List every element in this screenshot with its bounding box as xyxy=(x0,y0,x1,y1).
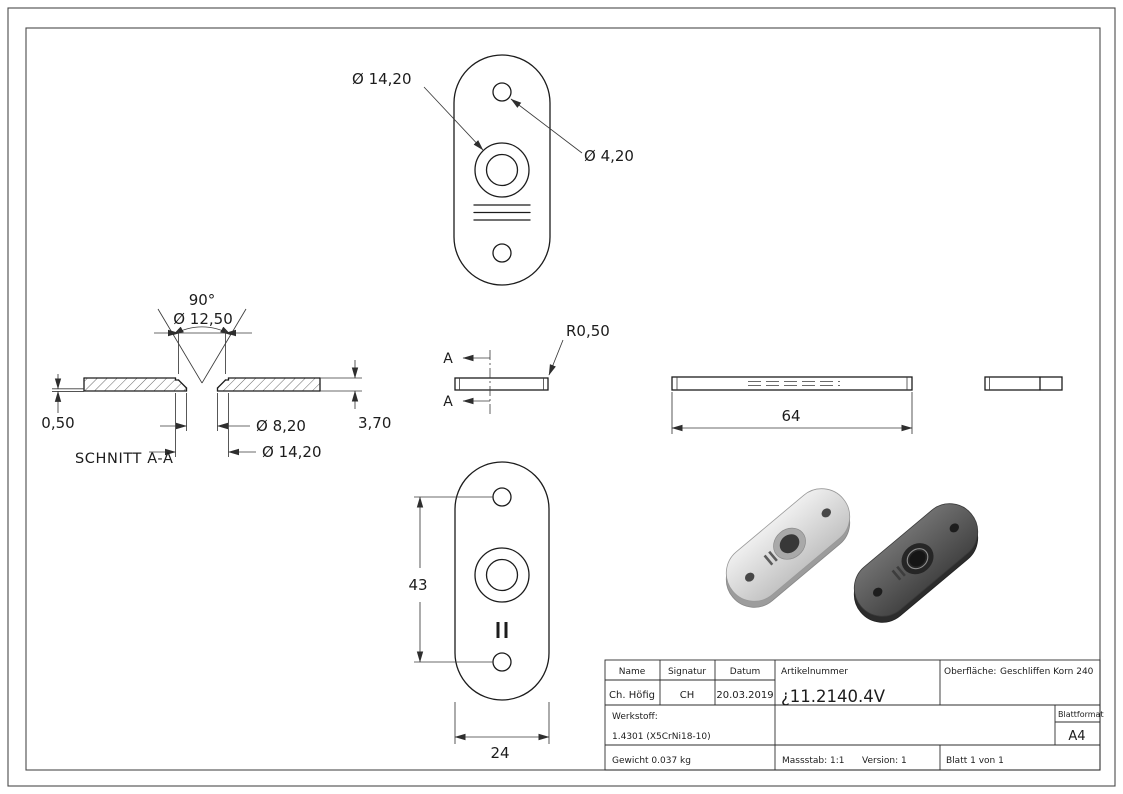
version-value: Version: 1 xyxy=(862,756,907,766)
vent-mark xyxy=(763,554,774,566)
bottom-hole xyxy=(492,243,512,263)
vent-mark xyxy=(896,565,906,577)
werkstoff-value: 1.4301 (X5CrNi18-10) xyxy=(612,732,711,742)
vent-mark xyxy=(891,569,902,581)
dim-boss-diameter: Ø 14,20 xyxy=(352,70,412,88)
small-hole xyxy=(745,572,755,582)
view-side-cut: A A R0,50 xyxy=(443,322,610,417)
blattformat-value: A4 xyxy=(1068,729,1085,744)
dim-boss-diameter-section: Ø 14,20 xyxy=(262,443,322,461)
dim-hole-diameter: Ø 4,20 xyxy=(584,147,634,165)
leader-line xyxy=(423,86,484,151)
artikelnummer-value: ¿11.2140.4V xyxy=(781,687,886,706)
datum-value: 20.03.2019 xyxy=(716,690,773,701)
title-block: Name Signatur Datum Artikelnummer Oberfl… xyxy=(604,659,1104,771)
small-hole xyxy=(821,508,831,518)
vent-mark xyxy=(768,550,778,562)
cut-label-top: A xyxy=(443,351,453,367)
side-outline xyxy=(671,376,913,391)
big-hole xyxy=(779,534,800,554)
center-boss-inner xyxy=(485,558,519,592)
werkstoff-label: Werkstoff: xyxy=(612,712,658,722)
plate-outline xyxy=(453,54,551,286)
dim-total-height: 3,70 xyxy=(358,414,391,432)
big-hole xyxy=(909,551,926,567)
render-3d xyxy=(725,488,979,623)
plate-dark-top xyxy=(853,503,979,617)
end-outline xyxy=(984,376,1063,391)
dim-hole-spacing: 43 xyxy=(408,576,427,594)
sheet-border xyxy=(7,7,1116,787)
center-boss-outer xyxy=(474,142,530,198)
leader-line xyxy=(548,339,564,376)
top-hole xyxy=(492,82,512,102)
massstab-value: Massstab: 1:1 xyxy=(782,756,844,766)
gewicht-value: Gewicht 0.037 kg xyxy=(612,756,691,766)
angle-arc xyxy=(172,326,232,336)
name-value: Ch. Höfig xyxy=(609,690,655,701)
view-side-end xyxy=(984,376,1063,391)
leader-line xyxy=(510,98,583,154)
small-hole xyxy=(873,587,883,597)
blattformat-label: Blattformat xyxy=(1058,710,1104,719)
artikelnummer-label: Artikelnummer xyxy=(781,667,848,677)
dim-through-hole: Ø 8,20 xyxy=(256,417,306,435)
cut-label-bottom: A xyxy=(443,394,453,410)
dim-countersink: Ø 12,50 xyxy=(173,310,233,328)
small-hole xyxy=(949,523,959,533)
dim-length: 64 xyxy=(781,407,800,425)
dim-sheet-thickness: 0,50 xyxy=(41,414,74,432)
bottom-hole xyxy=(492,652,512,672)
view-front-bottom: 43 24 xyxy=(408,461,550,762)
col-header-datum: Datum xyxy=(730,667,760,677)
center-boss-inner xyxy=(485,153,519,187)
view-section: 90° Ø 12,50 0,50 3,70 Ø 8,20 Ø 14,20 xyxy=(41,291,391,467)
center-boss-outer xyxy=(474,547,530,603)
col-header-name: Name xyxy=(619,667,646,677)
plate-outline xyxy=(454,461,550,701)
thread-ring xyxy=(906,548,929,570)
dim-edge-radius: R0,50 xyxy=(566,322,610,340)
blatt-value: Blatt 1 von 1 xyxy=(946,756,1004,766)
dim-width: 24 xyxy=(490,744,509,762)
col-header-signatur: Signatur xyxy=(668,667,706,677)
section-label: SCHNITT A-A xyxy=(75,451,173,467)
oberflaeche-value: Geschliffen Korn 240 xyxy=(1000,667,1094,677)
view-front-top: Ø 14,20 Ø 4,20 xyxy=(352,54,634,286)
oberflaeche-label: Oberfläche: xyxy=(944,667,996,677)
view-side-long: 64 xyxy=(671,376,913,434)
signatur-value: CH xyxy=(680,690,695,701)
top-hole xyxy=(492,487,512,507)
plate-light-top xyxy=(725,488,851,602)
dim-angle: 90° xyxy=(189,291,216,309)
side-outline xyxy=(454,377,549,391)
countersink-cutout xyxy=(175,378,229,391)
